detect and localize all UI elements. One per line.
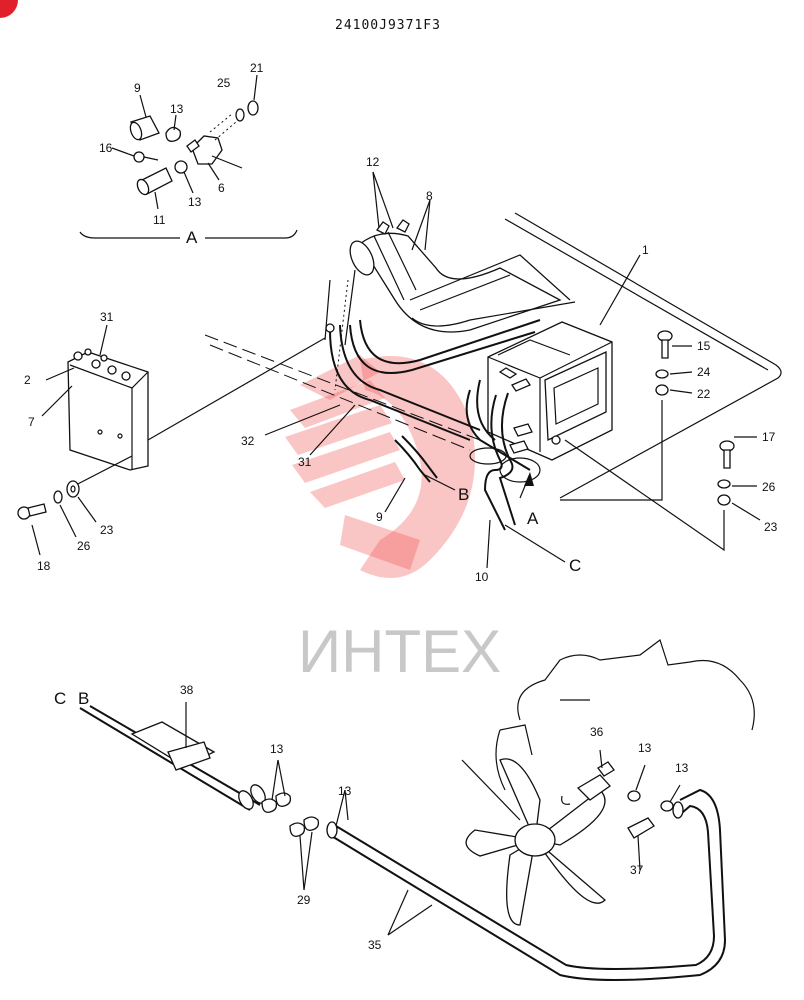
hose-b-letter: B [458, 485, 469, 504]
callout-18: 18 [37, 559, 51, 573]
pipe-b-letter: B [78, 689, 89, 708]
callout-26-left: 26 [77, 539, 91, 553]
callout-21: 21 [250, 61, 264, 75]
callout-24: 24 [697, 365, 711, 379]
arrow-a-letter: A [527, 509, 539, 528]
callout-13-detail-bottom: 13 [188, 195, 202, 209]
callout-35: 35 [368, 938, 382, 952]
right-fasteners [560, 254, 761, 552]
callout-32: 32 [241, 434, 255, 448]
callout-2: 2 [24, 373, 31, 387]
callout-13-engine-right: 13 [675, 761, 689, 775]
callout-29: 29 [297, 893, 311, 907]
detail-a-letter: A [186, 228, 198, 247]
detail-a-group [79, 74, 298, 239]
fan [461, 758, 606, 926]
callout-6: 6 [218, 181, 225, 195]
callout-13-detail-top: 13 [170, 102, 184, 116]
duct-assembly [349, 219, 576, 333]
callout-25: 25 [217, 76, 231, 90]
callout-23-right: 23 [764, 520, 778, 534]
callout-38: 38 [180, 683, 194, 697]
callout-13-pipe: 13 [270, 742, 284, 756]
callout-31-top: 31 [100, 310, 114, 324]
upper-leaders [264, 171, 566, 569]
callout-15: 15 [697, 339, 711, 353]
callout-23-left: 23 [100, 523, 114, 537]
callout-12: 12 [366, 155, 380, 169]
callout-31-mid: 31 [298, 455, 312, 469]
diagram-code: 24100J9371F3 [335, 18, 441, 33]
heater-unit [487, 321, 613, 461]
callout-17: 17 [762, 430, 776, 444]
corner-marker [0, 0, 18, 18]
engine-fittings [561, 749, 681, 871]
left-fasteners [17, 480, 97, 556]
callout-1: 1 [642, 243, 649, 257]
callout-16: 16 [99, 141, 113, 155]
left-bracket [41, 324, 326, 489]
callout-22: 22 [697, 387, 711, 401]
callout-10: 10 [475, 570, 489, 584]
callout-9-mid: 9 [376, 510, 383, 524]
engine-outline [495, 639, 755, 791]
upper-hoses [325, 319, 541, 531]
callout-11: 11 [153, 213, 166, 227]
callout-26-right: 26 [762, 480, 776, 494]
callout-13-engine-left: 13 [638, 741, 652, 755]
callouts: 9 13 25 21 16 6 13 11 A 12 8 1 31 2 7 15… [24, 61, 778, 952]
callout-37: 37 [630, 863, 644, 877]
callout-9-detail: 9 [134, 81, 141, 95]
hose-c-letter: C [569, 556, 581, 575]
lower-hoses [79, 702, 727, 981]
watermark-logo [285, 355, 475, 578]
pipe-c-letter: C [54, 689, 66, 708]
callout-8: 8 [426, 189, 433, 203]
callout-13-hose: 13 [338, 784, 352, 798]
watermark-text: ИНТЕХ [298, 618, 501, 685]
callout-7: 7 [28, 415, 35, 429]
callout-36: 36 [590, 725, 604, 739]
